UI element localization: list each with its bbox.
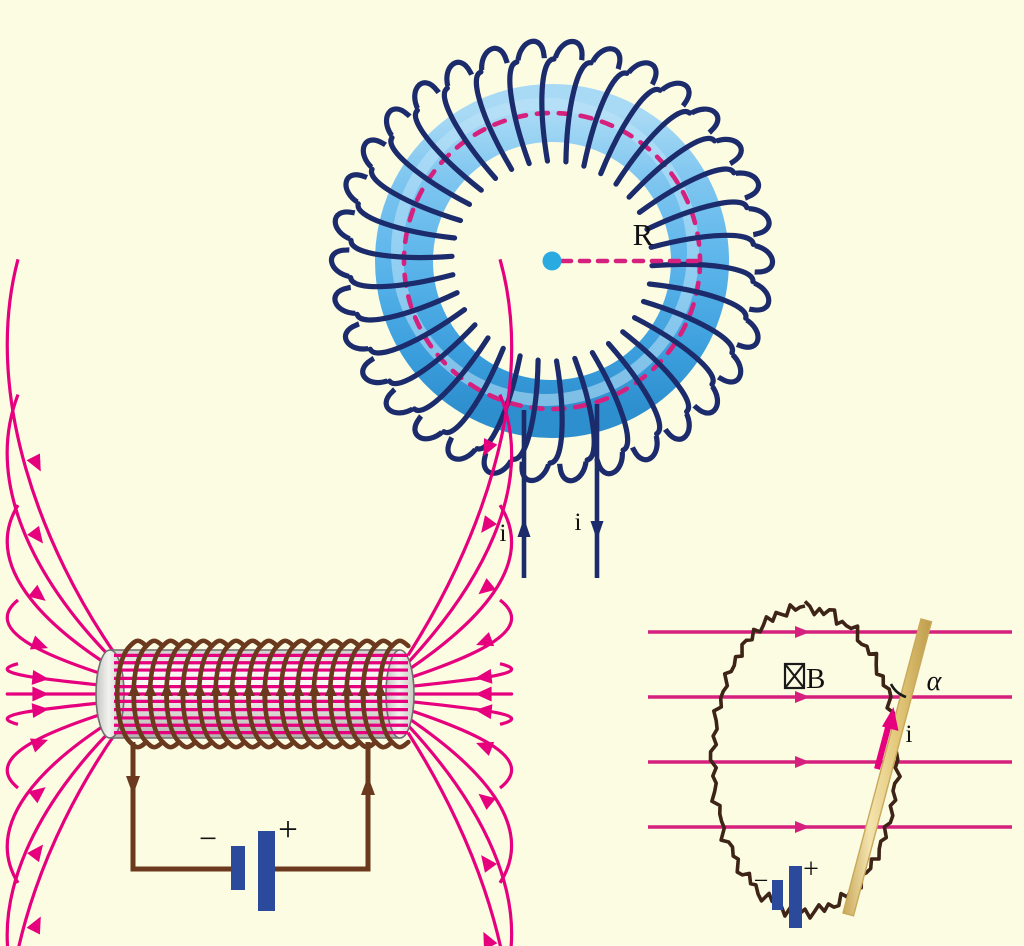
label-R: R [633, 217, 654, 252]
current-arrow-head [882, 707, 899, 731]
label-loop-battery-plus: + [803, 854, 819, 885]
current-arrow-shaft [874, 719, 893, 770]
rod-current-arrow: i [874, 707, 913, 770]
label-current-out: i [575, 509, 582, 536]
alpha-angle-arc [889, 683, 907, 699]
loop-battery: − + [754, 854, 819, 928]
circuit-left-arrowhead [126, 776, 140, 795]
battery-positive-plate [258, 831, 275, 911]
solenoid-circuit: − + [126, 742, 375, 911]
label-B: B [806, 663, 825, 695]
toroid-coil-front [348, 56, 756, 466]
into-page-box [783, 662, 806, 690]
lead-in-arrowhead [517, 518, 531, 537]
field-line-arrowhead [795, 691, 810, 703]
toroid-highlight [391, 98, 699, 406]
loop-battery-positive-plate [789, 866, 802, 928]
battery-negative-plate [231, 846, 245, 890]
loop-battery-negative-plate [772, 880, 783, 910]
loop-wire [708, 600, 902, 920]
label-battery-plus: + [278, 810, 298, 849]
solenoid-field-lines [5, 258, 514, 946]
solenoid-diagram: − + [5, 258, 514, 946]
toroid-current-leads: i i [500, 404, 604, 578]
toroid-diagram: R i i [328, 38, 776, 578]
label-alpha: α [927, 666, 943, 697]
label-battery-minus: − [199, 820, 217, 856]
field-into-page-label: B [783, 662, 825, 695]
label-loop-battery-minus: − [754, 866, 769, 895]
toroid-coil-back [328, 38, 776, 484]
current-loop-in-field-diagram: i α B − + [648, 600, 1012, 928]
circuit-right-arrowhead [361, 776, 375, 795]
field-line-arrowhead [795, 756, 810, 768]
label-current-in: i [500, 520, 507, 547]
into-page-cross-2 [784, 663, 805, 689]
solenoid-interior-arrows [128, 682, 386, 708]
loop-field-lines [648, 626, 1012, 833]
label-rod-current: i [906, 721, 913, 748]
toroid-mean-radius-circle [401, 110, 703, 412]
lead-out-arrowhead [590, 521, 604, 540]
field-line-arrowhead [795, 821, 810, 833]
toroid-center-dot [542, 251, 562, 271]
toroid-outer-mask [349, 58, 755, 464]
field-line-arrowhead [795, 626, 810, 638]
